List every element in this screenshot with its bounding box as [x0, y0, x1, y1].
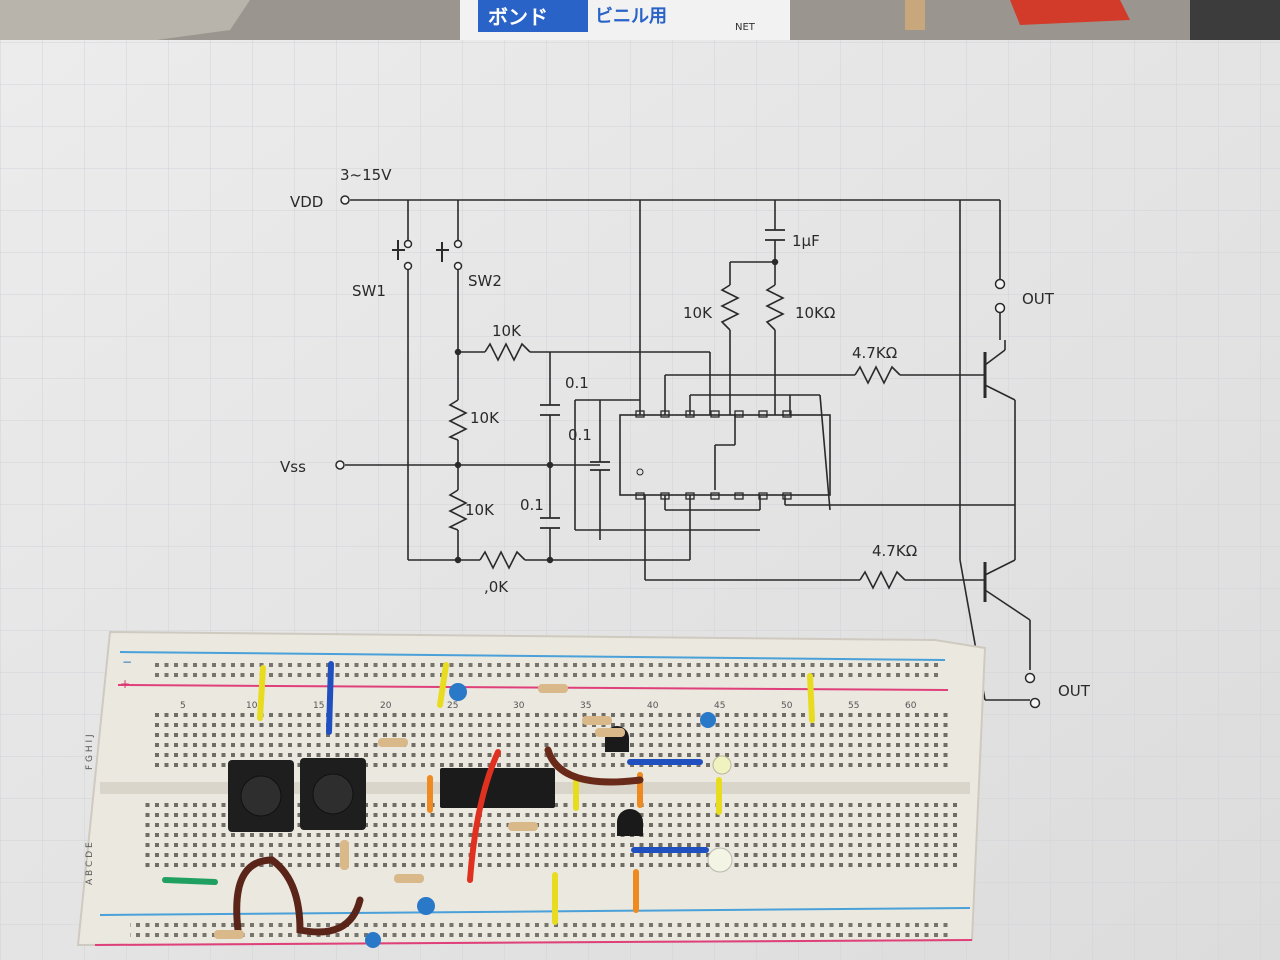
col-10: 10 [246, 701, 258, 711]
cap-blue-2 [700, 712, 716, 728]
wire-red [467, 749, 501, 883]
wood-stick [905, 0, 925, 30]
package-text-net: NET [735, 22, 756, 33]
column-numbers: 5 10 15 20 25 30 35 40 45 50 55 60 [180, 701, 917, 711]
package-blue-block [478, 0, 588, 32]
label-cap-01-c: 0.1 [520, 496, 544, 514]
breadboard-resistors [214, 684, 625, 939]
wire-yellow-3 [807, 673, 815, 723]
package-text-1: ボンド [488, 5, 548, 29]
label-cap-01-b: 0.1 [568, 426, 592, 444]
rail-top-holes [150, 660, 940, 682]
bb-resistor-8 [214, 930, 244, 939]
col-20: 20 [380, 701, 392, 711]
led-upper [712, 755, 732, 775]
rail-bottom-red [94, 939, 973, 946]
resistor-10k-d [765, 284, 785, 331]
label-sw2: SW2 [468, 272, 502, 290]
label-sw1: SW1 [352, 282, 386, 300]
schematic-ic-pins [635, 410, 792, 500]
bb-resistor-5 [508, 822, 538, 831]
bb-resistor-6 [394, 874, 424, 883]
label-r-left-b: 10K [465, 501, 495, 519]
schematic-switch-buttons [392, 240, 449, 262]
label-cap-1uf: 1μF [792, 232, 820, 250]
wire-brown-1 [544, 746, 644, 786]
label-out-bottom: OUT [1058, 682, 1091, 700]
wire-yellow-1 [257, 665, 266, 721]
col-25: 25 [447, 701, 458, 711]
wire-blue-1 [326, 661, 334, 735]
label-r-10k-c: 10K [683, 304, 713, 322]
row-letters-bottom: A B C D E [85, 842, 95, 885]
col-15: 15 [313, 701, 324, 711]
schematic-ic-notch [636, 468, 644, 476]
bb-resistor-4 [595, 728, 625, 737]
label-out-top: OUT [1022, 290, 1055, 308]
col-50: 50 [781, 701, 793, 711]
label-r-top: 10K [492, 322, 522, 340]
label-cap-01-a: 0.1 [565, 374, 589, 392]
resistor-4k7-top [854, 365, 901, 385]
label-vdd: VDD [290, 193, 323, 211]
schematic-wires [345, 199, 1031, 701]
schematic-terminals [335, 195, 1041, 709]
push-switch-2-button [312, 773, 354, 815]
resistor-4k7-bottom [859, 570, 906, 590]
wire-yellow-2 [437, 662, 449, 708]
label-r-bottom: ,0K [484, 578, 509, 596]
rail-plus-label: + [120, 677, 130, 691]
schematic-capacitors [540, 229, 785, 529]
schematic-ic-body [619, 414, 831, 496]
resistor-left-10k-a [448, 399, 468, 441]
bb-resistor-2 [378, 738, 408, 747]
col-60: 60 [905, 701, 917, 711]
label-r-left-a: 10K [470, 409, 500, 427]
schematic-resistors [448, 284, 906, 590]
rail-bottom-blue [99, 907, 971, 916]
bb-resistor-7 [340, 840, 349, 870]
wire-green [162, 877, 218, 885]
label-r-10k-d: 10KΩ [795, 304, 835, 322]
transistor-lower [617, 809, 643, 836]
red-tool [1010, 0, 1130, 25]
resistor-left-10k-b [448, 489, 468, 531]
rail-top-blue [119, 651, 946, 661]
cap-blue-3 [417, 897, 435, 915]
bb-resistor-3 [582, 716, 612, 725]
col-40: 40 [647, 701, 659, 711]
col-45: 45 [714, 701, 725, 711]
label-r-4k7-bottom: 4.7KΩ [872, 542, 917, 560]
rail-minus-label: − [122, 655, 132, 669]
col-35: 35 [580, 701, 591, 711]
col-30: 30 [513, 701, 525, 711]
label-supply: 3~15V [340, 166, 392, 184]
cap-blue-4 [365, 932, 381, 948]
push-switch-1-button [240, 775, 282, 817]
resistor-10k-c [720, 284, 740, 331]
jumper-wires [162, 661, 815, 936]
resistor-bottom-10k [479, 550, 526, 570]
label-vss: Vss [280, 458, 306, 476]
col-55: 55 [848, 701, 859, 711]
label-r-4k7-top: 4.7KΩ [852, 344, 897, 362]
cap-blue-1 [449, 683, 467, 701]
resistor-top-10k [484, 342, 531, 362]
col-5: 5 [180, 701, 186, 711]
row-letters-top: F G H I J [85, 734, 95, 770]
rail-bottom-holes [130, 918, 950, 938]
breadboard: − + F G H I J A B C D E 5 10 15 20 25 30… [76, 630, 987, 948]
ic-chip [440, 768, 555, 808]
led-lower [707, 847, 733, 873]
package-text-2: ビニル用 [595, 6, 667, 27]
dark-object [1190, 0, 1280, 40]
bb-resistor-1 [538, 684, 568, 693]
desk-object-left [0, 0, 250, 45]
wire-brown-2 [233, 856, 364, 936]
